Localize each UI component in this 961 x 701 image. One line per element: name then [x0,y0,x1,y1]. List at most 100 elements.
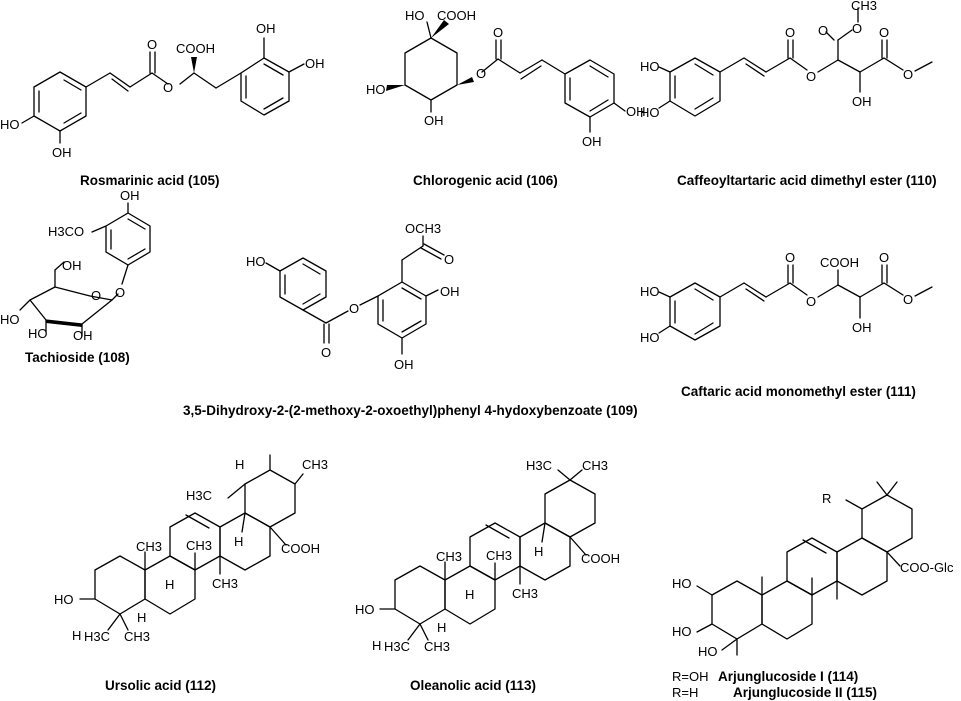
atom-label: R [822,491,831,506]
atom-label: OH [305,56,325,71]
atom-label: O [115,285,125,300]
atom-label: OH [394,357,414,372]
atom-label: HO [640,59,660,74]
atom-label: CH3 [302,457,328,472]
atom-label: OH [852,320,872,335]
atom-label: CH3 [186,538,212,553]
structure-arjunglucoside: R COO-Glc HO HO HO [672,481,954,659]
atom-label: O [806,69,816,84]
atom-label: HO [672,624,692,639]
atom-label: O [476,66,486,81]
arjunglucoside-r-oh: R=OH [672,669,708,684]
caption-compound-109: 3,5-Dihydroxy-2-(2-methoxy-2-oxoethyl)ph… [183,403,638,418]
atom-label: H [235,457,244,472]
atom-label: HO [672,576,692,591]
atom-label: H [234,534,243,549]
atom-label: O [147,37,157,52]
structure-chlorogenic-acid: HO COOH HO OH O O OH OH [366,8,646,149]
atom-label: OH [626,104,646,119]
atom-label: COOH [820,255,859,270]
caption-rosmarinic-acid: Rosmarinic acid (105) [80,173,220,188]
atom-label: CH3 [124,629,150,644]
atom-label: H [437,620,446,635]
atom-label: HO [640,105,660,120]
atom-label: H [165,577,174,592]
atom-label: OH [440,284,460,299]
atom-label: HO [54,592,74,607]
atom-label: H3CO [48,224,84,239]
caption-arjunglucoside-2: Arjunglucoside II (115) [733,685,877,700]
atom-label: HO [405,8,425,23]
atom-label: HO [0,312,20,327]
atom-label: O [818,23,828,38]
atom-label: O [444,252,454,267]
atom-label: OCH3 [405,221,441,236]
atom-label: H [72,628,81,643]
atom-label: COOH [581,551,620,566]
atom-label: HO [0,117,20,132]
atom-label: O [349,301,359,316]
atom-label: COOH [176,41,215,56]
structure-rosmarinic-acid: O O COOH OH OH HO OH [0,21,325,160]
atom-label: H3C [186,488,212,503]
structure-oleanolic-acid: CH3 CH3 H CH3 H HO H H3C CH3 H3C CH3 H C… [355,458,620,654]
atom-label: OH [73,328,93,343]
structure-ursolic-acid: CH3 CH3 H CH3 H HO H H3C CH3 H3C H CH3 H… [54,454,328,644]
caption-arjunglucoside-1: Arjunglucoside I (114) [718,669,858,684]
structure-caftaric-acid-monomethyl-ester: HO HO O O COOH OH O O [640,250,933,345]
atom-label: HO [28,326,48,341]
atom-label: H [137,610,146,625]
caption-oleanolic-acid: Oleanolic acid (113) [410,678,536,693]
atom-label: O [163,80,173,95]
caption-ursolic-acid: Ursolic acid (112) [105,678,216,693]
atom-label: H [534,544,543,559]
atom-label: OH [256,21,276,36]
atom-label: H3C [526,458,552,473]
atom-label: COOH [281,541,320,556]
atom-label: HO [366,82,386,97]
atom-label: CH3 [582,458,608,473]
atom-label: HO [355,602,375,617]
atom-label: H [372,638,381,653]
caption-caftaric-acid-monomethyl-ester: Caftaric acid monomethyl ester (111) [681,384,916,399]
atom-label: O [852,21,862,36]
atom-label: OH [852,94,872,109]
atom-label: HO [698,644,718,659]
atom-label: CH3 [486,548,512,563]
atom-label: OH [62,258,82,273]
atom-label: O [879,250,889,265]
atom-label: CH3 [212,576,238,591]
structure-tachioside: OH H3CO O O OH HO HO OH [0,188,151,343]
atom-label: HO [246,254,266,269]
atom-label: H [465,587,474,602]
arjunglucoside-r-h: R=H [672,685,698,700]
atom-label: O [806,294,816,309]
atom-label: H3C [384,639,410,654]
atom-label: H3C [84,629,110,644]
atom-label: COOH [437,8,476,23]
caption-caffeoyltartaric-acid-dimethyl-ester: Caffeoyltartaric acid dimethyl ester (11… [677,173,937,188]
atom-label: O [903,292,913,307]
atom-label: CH3 [851,0,877,13]
atom-label: O [321,345,331,360]
atom-label: COO-Glc [900,560,954,575]
caption-tachioside: Tachioside (108) [25,350,130,365]
atom-label: CH3 [436,549,462,564]
atom-label: O [903,67,913,82]
atom-label: OH [120,188,140,203]
atom-label: O [785,25,795,40]
atom-label: CH3 [424,639,450,654]
structure-compound-109: HO O O OH OH O OCH3 [246,221,460,372]
atom-label: CH3 [512,586,538,601]
caption-chlorogenic-acid: Chlorogenic acid (106) [413,173,558,188]
atom-label: O [879,25,889,40]
atom-label: O [493,25,503,40]
atom-label: HO [640,284,660,299]
atom-label: OH [52,145,72,160]
structure-caffeoyltartaric-acid-dimethyl-ester: HO HO O O O O CH3 OH O O [640,0,933,120]
atom-label: O [785,250,795,265]
atom-label: O [91,288,101,303]
atom-label: CH3 [136,539,162,554]
atom-label: OH [424,113,444,128]
